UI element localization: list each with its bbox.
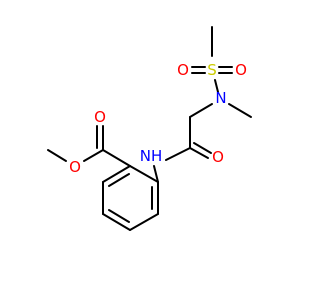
bond-ester-o5 — [83, 149, 104, 162]
bond-c-o3b — [193, 142, 212, 154]
bond-nh-ring — [153, 165, 159, 183]
ring-double-3 — [108, 173, 130, 187]
atom-oxygen-5: O — [69, 158, 81, 176]
atom-oxygen-2: O — [235, 61, 247, 79]
atom-nitrogen: N — [215, 89, 226, 107]
ring-bond-5 — [102, 165, 131, 183]
bond-c-nh — [165, 147, 191, 161]
atom-sulfur: S — [207, 61, 217, 79]
atom-oxygen-4: O — [94, 108, 106, 126]
atom-oxygen-3: O — [212, 148, 224, 166]
bond-o5-methyl — [47, 149, 67, 162]
ring-bond-6 — [129, 165, 159, 183]
bond-n-methyl — [228, 103, 252, 118]
bond-s-n — [214, 79, 219, 93]
bonds — [47, 26, 252, 231]
atom-labels: O S O N NH O O O — [69, 61, 247, 176]
atom-oxygen-1: O — [177, 61, 189, 79]
bond-n-ch2 — [189, 103, 213, 118]
ring-bond-3 — [102, 213, 131, 231]
molecule-structure: O S O N NH O O O — [47, 26, 252, 231]
bond-c-o3 — [189, 147, 209, 159]
ring-double-2 — [108, 209, 130, 223]
ring-bond-2 — [129, 213, 159, 231]
bond-ring-ester — [102, 149, 131, 167]
atom-amide-nh: NH — [140, 147, 163, 165]
structure-canvas: O S O N NH O O O — [47, 26, 252, 231]
